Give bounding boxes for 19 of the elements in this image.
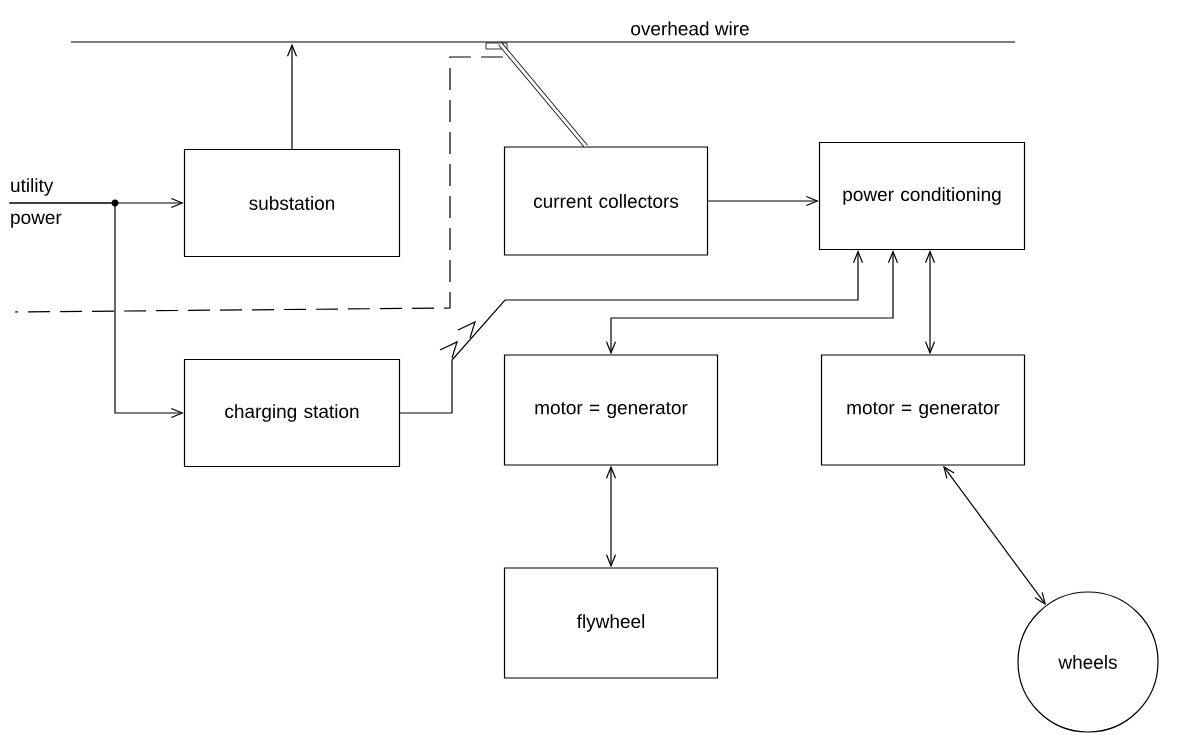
pantograph-arm <box>498 42 588 148</box>
arrow <box>8 202 184 419</box>
arrow <box>707 195 819 207</box>
bare-text: utility power <box>11 178 62 228</box>
process-box: flywheel <box>503 567 719 679</box>
process-box: substation <box>183 148 401 258</box>
process-box: power conditioning <box>818 141 1026 251</box>
arrow <box>605 250 899 355</box>
arrow <box>399 250 864 414</box>
arrow <box>605 465 617 568</box>
arrow <box>943 465 1047 606</box>
process-box: motor = generator <box>503 354 719 466</box>
process-box: motor = generator <box>820 354 1026 466</box>
arrow <box>924 250 936 355</box>
process-box: charging station <box>183 358 401 468</box>
process-box: current collectors <box>503 146 709 256</box>
overhead-wire: overhead wire <box>70 21 1016 50</box>
arrow <box>286 43 298 150</box>
node-label: overhead wire <box>631 21 749 36</box>
